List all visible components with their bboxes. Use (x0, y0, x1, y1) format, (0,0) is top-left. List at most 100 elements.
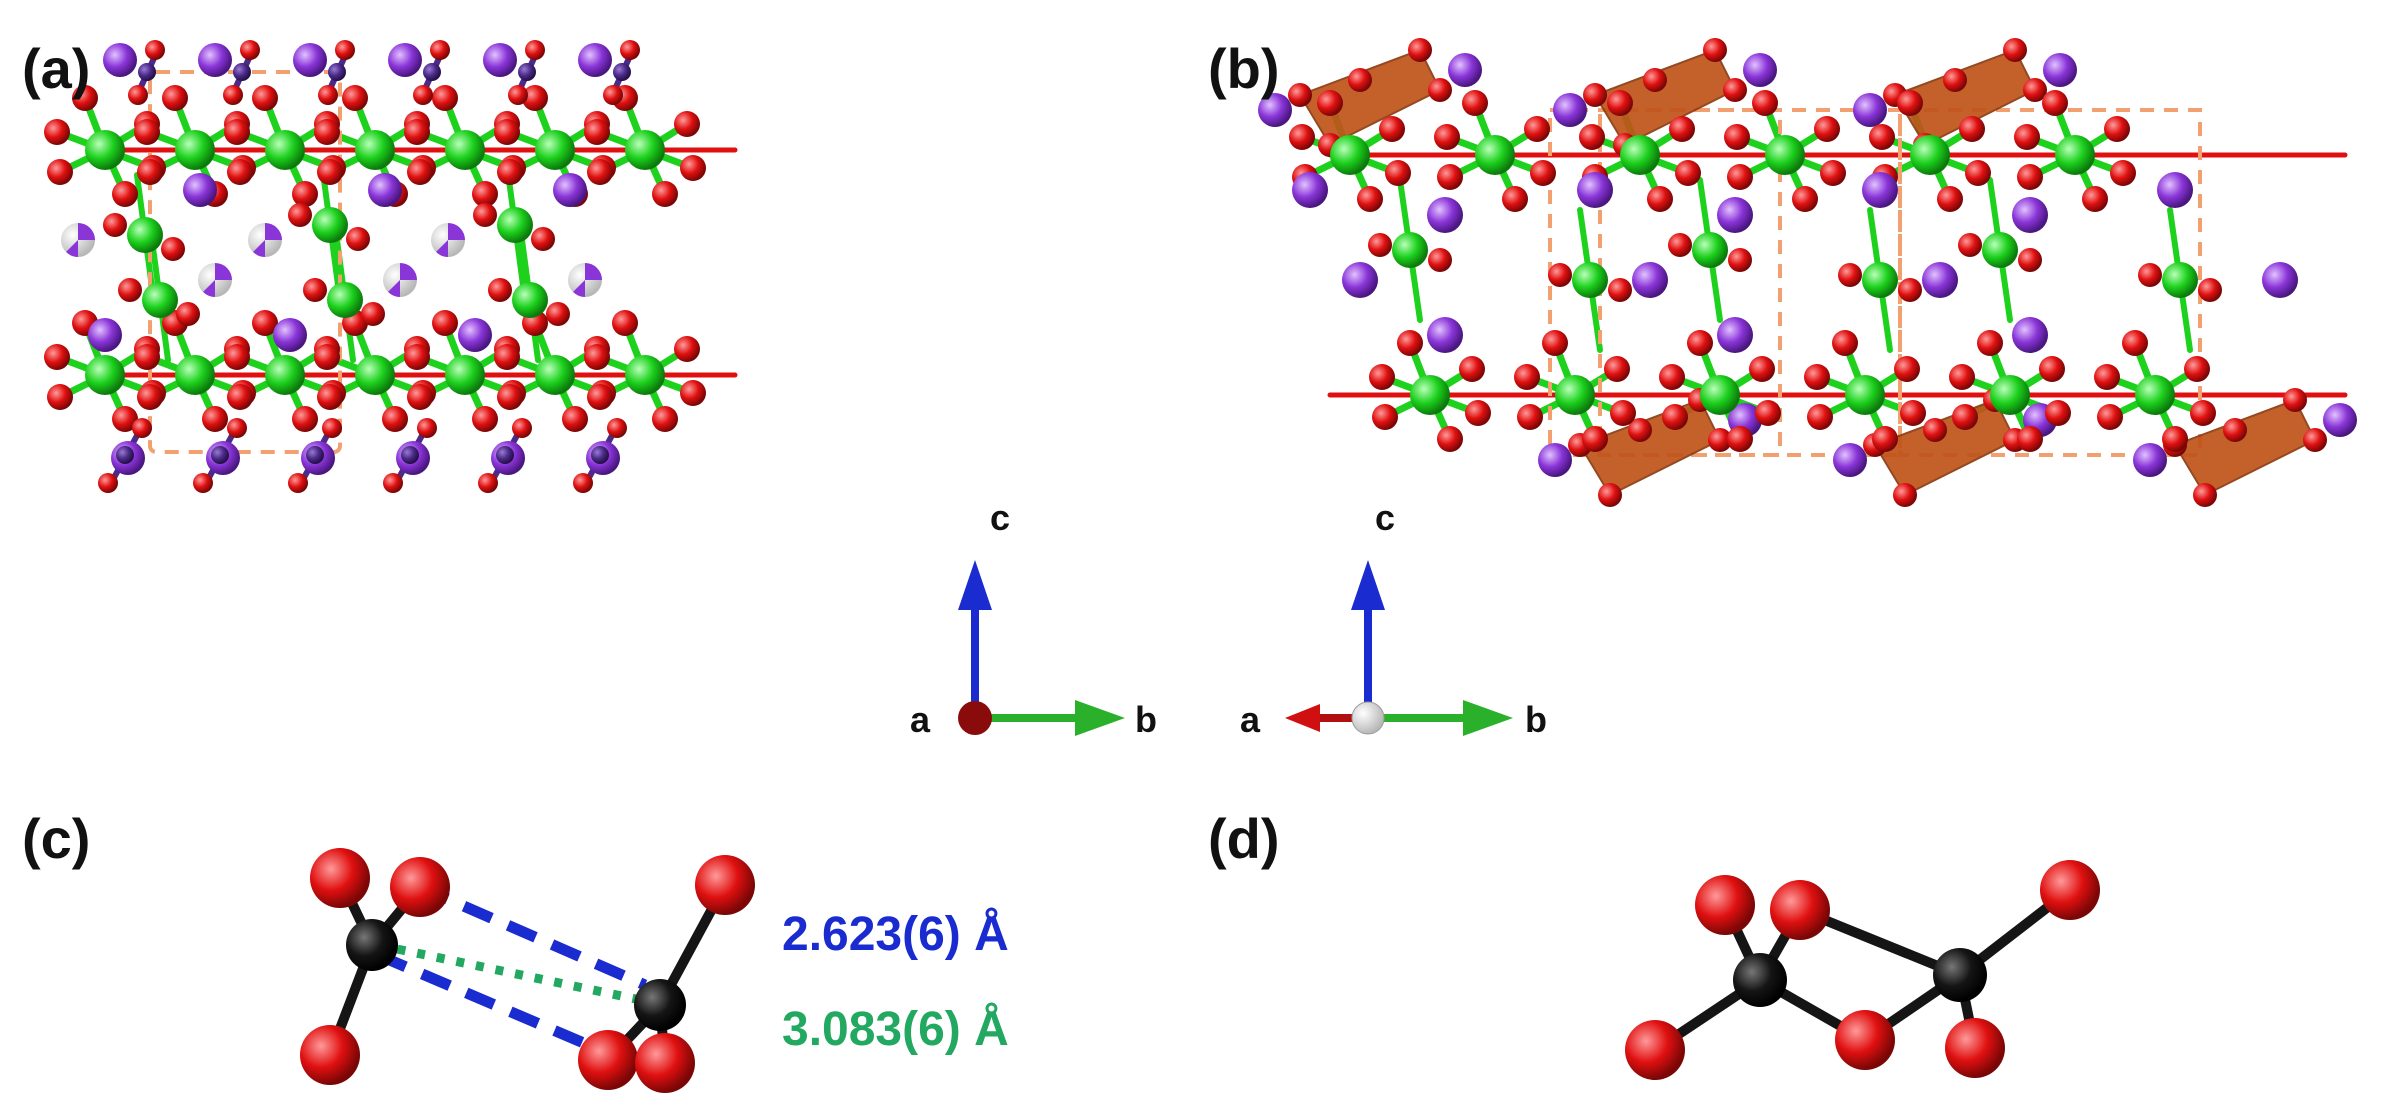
oxygen-atom (1317, 90, 1343, 116)
alkali-atom (1632, 262, 1668, 298)
oxygen-atom (292, 406, 318, 432)
metal-atom (327, 282, 363, 318)
oxygen-atom (2097, 404, 2123, 430)
metal-atom (1765, 135, 1805, 175)
oxygen-atom (1893, 483, 1917, 507)
oxygen-atom (1428, 248, 1452, 272)
carbon-atom (518, 63, 536, 81)
oxygen-atom (1662, 404, 1688, 430)
oxygen-atom (578, 1030, 638, 1090)
metal-atom (175, 130, 215, 170)
carbon-atom (1933, 948, 1987, 1002)
oxygen-atom (1583, 83, 1607, 107)
metal-atom (445, 355, 485, 395)
oxygen-atom (584, 119, 610, 145)
blue-dashed-contact (417, 881, 648, 991)
oxygen-atom (176, 302, 200, 326)
oxygen-atom (652, 181, 678, 207)
oxygen-atom (128, 85, 148, 105)
oxygen-atom (1514, 364, 1540, 390)
oxygen-atom (1872, 426, 1898, 452)
oxygen-atom (497, 384, 523, 410)
oxygen-atom (635, 1033, 695, 1093)
alkali-atom (293, 43, 327, 77)
carbon-atom (211, 446, 229, 464)
metal-atom (1475, 135, 1515, 175)
oxygen-atom (2094, 364, 2120, 390)
oxygen-atom (2190, 400, 2216, 426)
alkali-atom (553, 173, 587, 207)
oxygen-atom (473, 203, 497, 227)
oxygen-atom (488, 278, 512, 302)
a-axis-dot-a (958, 701, 992, 735)
carbon-atom (138, 63, 156, 81)
mixed-site-fraction (253, 240, 265, 257)
oxygen-atom (1368, 233, 1392, 257)
oxygen-atom (2198, 278, 2222, 302)
polyhedra-layer (1298, 48, 2317, 497)
oxygen-atom (562, 406, 588, 432)
blue-dashed-contact (375, 949, 603, 1056)
oxygen-atom (2082, 186, 2108, 212)
oxygen-atom (202, 406, 228, 432)
oxygen-atom (112, 406, 138, 432)
oxygen-atom (1897, 90, 1923, 116)
oxygen-atom (98, 473, 118, 493)
panel-a-label: (a) (22, 37, 90, 100)
alkali-atom (458, 318, 492, 352)
oxygen-atom (652, 406, 678, 432)
oxygen-atom (1579, 124, 1605, 150)
oxygen-atom (494, 344, 520, 370)
alkali-atom (2012, 197, 2048, 233)
oxygen-atom (227, 384, 253, 410)
oxygen-atom (318, 85, 338, 105)
oxygen-atom (2003, 38, 2027, 62)
oxygen-atom (1397, 330, 1423, 356)
oxygen-atom (1459, 356, 1485, 382)
oxygen-atom (300, 1025, 360, 1085)
oxygen-atom (288, 203, 312, 227)
oxygen-atom (607, 418, 627, 438)
alkali-atom (388, 43, 422, 77)
oxygen-atom (1749, 356, 1775, 382)
oxygen-atom (2104, 116, 2130, 142)
metal-atom (1620, 135, 1660, 175)
carbon-atom (496, 446, 514, 464)
metal-atom (497, 207, 533, 243)
oxygen-atom (224, 119, 250, 145)
axis-label-a-a: a (910, 699, 931, 740)
carbon-atom (306, 446, 324, 464)
metal-atom (1700, 375, 1740, 415)
oxygen-atom (252, 85, 278, 111)
oxygen-atom (1647, 186, 1673, 212)
oxygen-atom (1643, 68, 1667, 92)
oxygen-atom (317, 384, 343, 410)
oxygen-atom (137, 159, 163, 185)
oxygen-atom (472, 181, 498, 207)
oxygen-atom (361, 302, 385, 326)
oxygen-atom (612, 310, 638, 336)
alkali-atom (1743, 53, 1777, 87)
oxygen-atom (407, 384, 433, 410)
metal-atom (1982, 232, 2018, 268)
alkali-atom (1862, 172, 1898, 208)
oxygen-atom (103, 213, 127, 237)
oxygen-atom (1434, 124, 1460, 150)
oxygen-atom (1959, 116, 1985, 142)
oxygen-atom (224, 344, 250, 370)
alkali-atom (2043, 53, 2077, 87)
c-axis-arrowhead-a (958, 560, 992, 610)
oxygen-atom (2184, 356, 2210, 382)
oxygen-atom (512, 418, 532, 438)
oxygen-atom (417, 418, 437, 438)
oxygen-atom (1610, 400, 1636, 426)
metal-atom (2162, 262, 2198, 298)
alkali-atom (368, 173, 402, 207)
c-axis-arrowhead-b (1351, 560, 1385, 610)
oxygen-atom (1804, 364, 1830, 390)
alkali-atom (2157, 172, 2193, 208)
mixed-site-fraction (203, 280, 215, 297)
axis-label-a-b: a (1240, 699, 1261, 740)
oxygen-atom (227, 159, 253, 185)
oxygen-atom (1357, 186, 1383, 212)
